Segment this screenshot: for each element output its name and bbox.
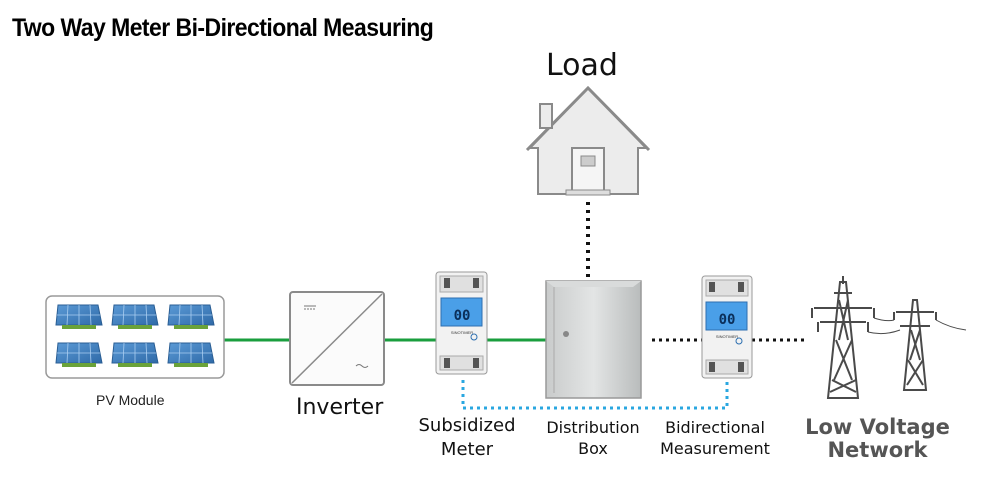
solar-panel-icon (55, 304, 215, 367)
bidirectional-label-line1: Bidirectional (665, 418, 765, 437)
diagram-title: Two Way Meter Bi-Directional Measuring (12, 14, 434, 42)
bidirectional-label-line2: Measurement (660, 439, 770, 458)
dotted-blue-wire-meters (461, 380, 729, 410)
transmission-tower-icon (811, 276, 967, 399)
bidirectional-measurement-label: Bidirectional Measurement (650, 417, 780, 459)
subsidized-meter-device: 00 SINOTIMER (435, 271, 488, 375)
low-voltage-network-label: Low Voltage Network (800, 416, 955, 462)
inverter-icon (289, 291, 385, 386)
subsidized-meter-label: Subsidized Meter (412, 414, 522, 462)
distribution-box-device (545, 280, 642, 399)
distribution-box-label-line2: Box (578, 439, 608, 458)
meter-reading: 00 (454, 308, 471, 324)
house-icon (525, 85, 651, 196)
network-label-line1: Low Voltage (805, 415, 950, 439)
subsidized-meter-label-line2: Meter (440, 439, 494, 460)
bidirectional-meter-device: 00 SINOTIMER (701, 275, 753, 379)
load-label: Load (546, 48, 618, 83)
distribution-box-label: Distribution Box (538, 417, 648, 459)
distribution-box-label-line1: Distribution (546, 418, 640, 437)
pv-module-label: PV Module (96, 392, 165, 408)
inverter-label: Inverter (296, 395, 384, 420)
network-label-line2: Network (827, 438, 928, 462)
meter-brand: SINOTIMER (451, 330, 473, 335)
meter-reading: 00 (719, 312, 736, 328)
meter-brand: SINOTIMER (716, 334, 738, 339)
pv-module (45, 295, 225, 379)
subsidized-meter-label-line1: Subsidized (418, 415, 516, 436)
